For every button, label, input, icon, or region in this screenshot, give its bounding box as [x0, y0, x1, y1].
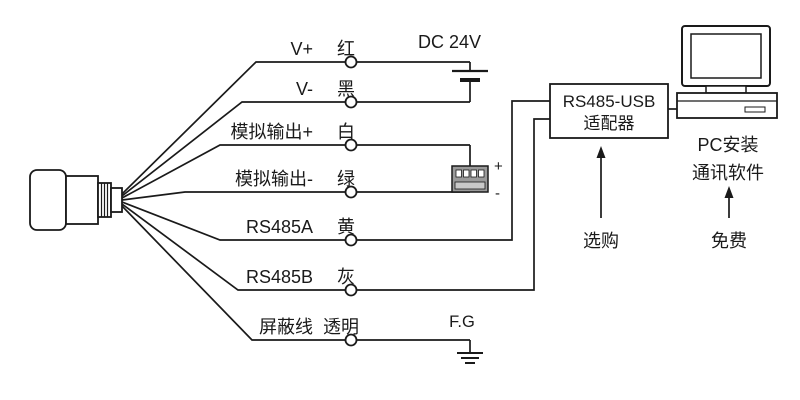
block-pin	[470, 169, 477, 178]
wire-color-label: 黑	[337, 79, 355, 99]
wire-color-label: 绿	[337, 169, 355, 189]
adapter-box: RS485-USB 适配器	[549, 83, 677, 139]
wire-line	[121, 201, 345, 241]
computer-icon	[676, 25, 778, 119]
plus-sign: +	[494, 158, 503, 175]
free-label: 免费	[711, 231, 747, 251]
adapter-label-line1: RS485-USB	[563, 92, 656, 111]
sensor-icon	[29, 169, 123, 231]
wire-line	[121, 205, 345, 341]
wire-label: RS485B	[246, 267, 313, 287]
minus-sign: -	[495, 185, 500, 202]
wire-label: 模拟输出-	[235, 169, 313, 189]
ground-icon: F.G	[449, 313, 483, 364]
adapter-label-line2: 适配器	[584, 114, 635, 133]
free-annotation: 免费	[711, 186, 747, 251]
wire-label: V+	[290, 39, 313, 59]
disk-slot	[744, 106, 766, 113]
battery-icon: DC 24V	[418, 32, 488, 102]
sensor-body	[65, 175, 99, 225]
terminal-circles	[344, 55, 358, 347]
pc-label-line1: PC安装	[697, 135, 758, 155]
ground-label: F.G	[449, 313, 475, 331]
monitor-stand	[705, 85, 747, 94]
wire-color-label: 红	[337, 39, 355, 59]
wire-color-label: 透明	[323, 317, 359, 337]
wire-line	[121, 101, 345, 197]
block-base	[454, 181, 486, 190]
block-pin	[455, 169, 462, 178]
rs485b-line	[356, 118, 550, 291]
wire-color-label: 黄	[337, 217, 355, 237]
wire-line	[121, 203, 345, 291]
pc-caption: PC安装 通讯软件	[692, 135, 764, 183]
wire-color-labels: 红 黑 白 绿 黄 灰 透明	[323, 39, 359, 337]
wire-line	[121, 144, 345, 199]
wire-color-label: 灰	[337, 267, 355, 287]
optional-label: 选购	[583, 231, 619, 251]
wire-label: V-	[296, 79, 313, 99]
sensor-head	[29, 169, 67, 231]
wire-label: 屏蔽线	[259, 317, 313, 337]
optional-annotation: 选购	[583, 146, 619, 251]
power-label: DC 24V	[418, 32, 481, 52]
wire-color-label: 白	[337, 122, 355, 142]
block-pin	[478, 169, 485, 178]
connection-lines	[356, 61, 550, 341]
arrow-up-icon	[724, 186, 734, 198]
wire-fan	[121, 61, 345, 341]
wire-line	[121, 191, 345, 201]
system-unit	[676, 92, 778, 119]
pc-label-line2: 通讯软件	[692, 163, 764, 183]
wire-label: 模拟输出+	[230, 122, 313, 142]
sensor-tip	[110, 187, 123, 213]
terminal-block-icon: + -	[451, 145, 503, 202]
wire-label: RS485A	[246, 217, 313, 237]
adapter-outline	[549, 83, 669, 139]
rs485a-line	[356, 100, 550, 241]
wire-line	[121, 61, 345, 195]
block-pin	[463, 169, 470, 178]
wire-labels: V+ V- 模拟输出+ 模拟输出- RS485A RS485B 屏蔽线	[230, 39, 313, 337]
arrow-up-icon	[596, 146, 606, 158]
monitor-screen	[690, 33, 762, 79]
